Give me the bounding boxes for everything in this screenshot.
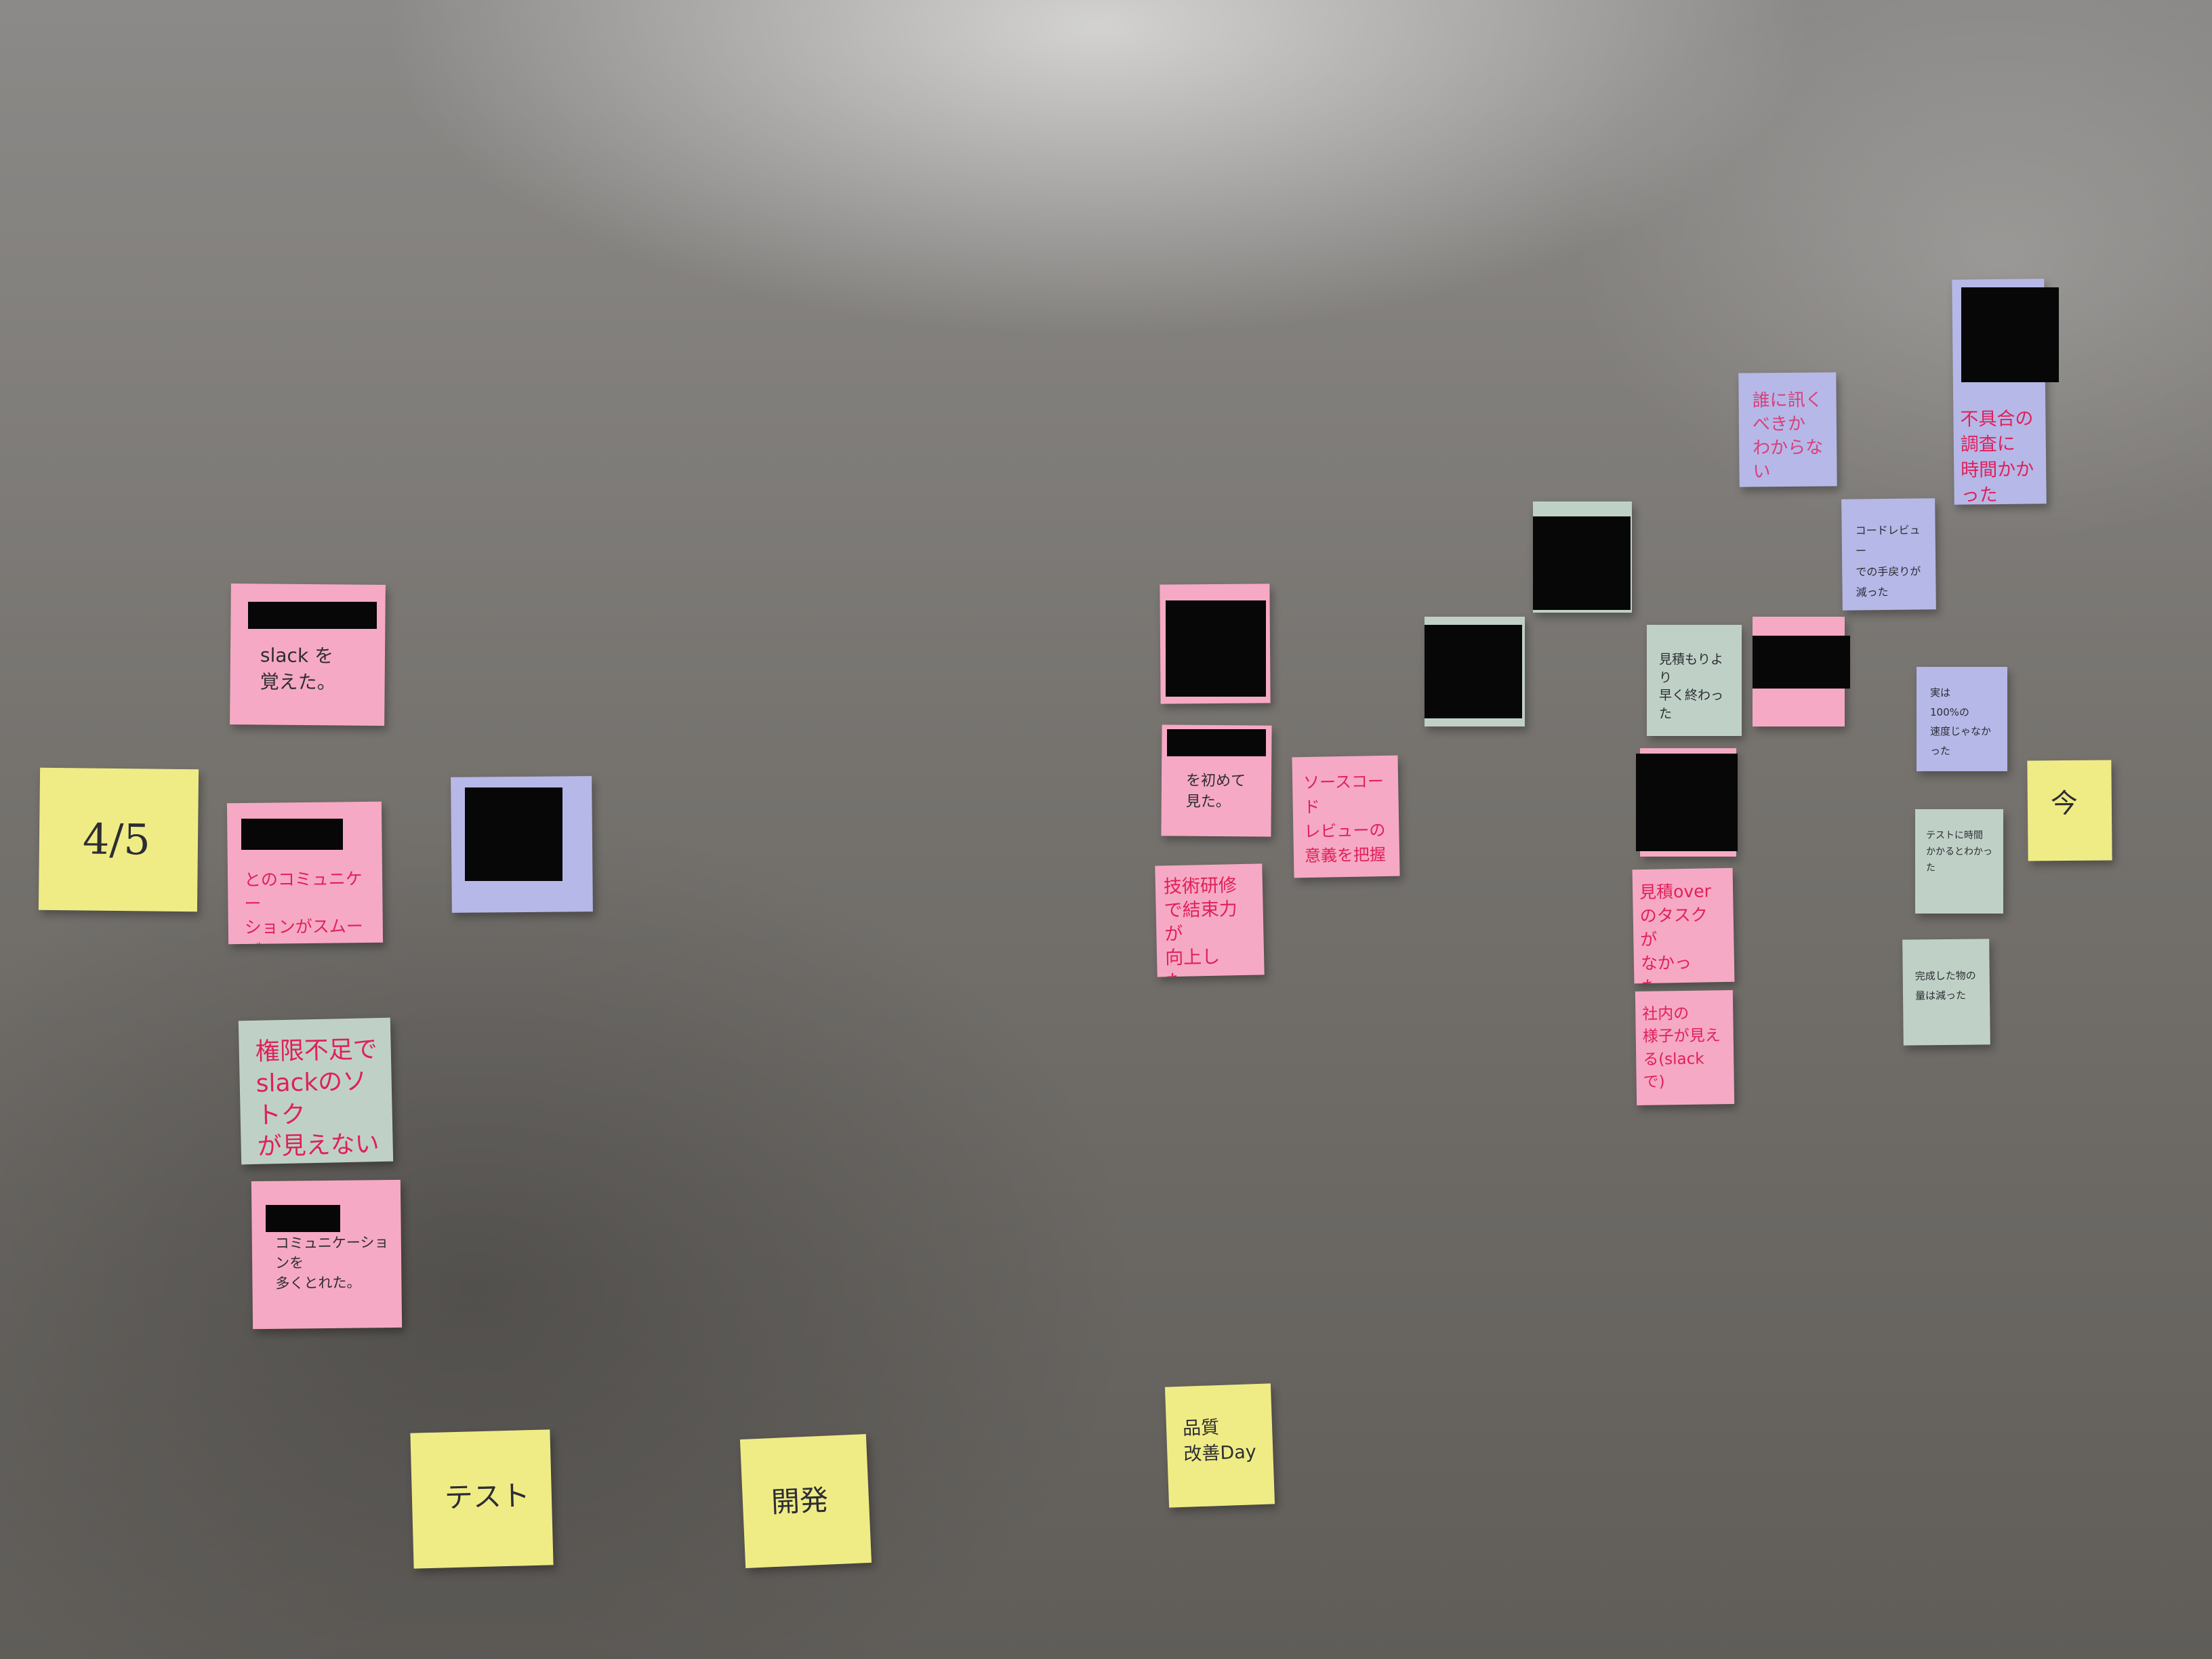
sticky-note-test-time: テストに時間 かかるとわかった: [1915, 809, 2003, 914]
sticky-note-text: コミュニケーションを 多くとれた。: [274, 1234, 389, 1292]
redaction-square: [1166, 600, 1266, 697]
sticky-note-text: 見積over のタスクが なかった。: [1639, 881, 1712, 983]
sticky-note-communication-often: コミュニケーションを 多くとれた。: [251, 1179, 403, 1330]
sticky-note-estimate-early: 見積もりより 早く終わった: [1647, 625, 1742, 736]
sticky-note-text: とのコミュニケー ションがスムーズ: [243, 869, 363, 944]
sticky-note-finished-less: 完成した物の 量は減った: [1902, 939, 1990, 1046]
sticky-note-text: を初めて 見た。: [1185, 772, 1246, 811]
sticky-note-text: 開発: [770, 1483, 830, 1519]
sticky-note-text: テストに時間 かかるとわかった: [1926, 830, 1992, 874]
sticky-note-text: 不具合の 調査に 時間かかった: [1960, 408, 2034, 505]
sticky-note-text: 誰に訊く べきか わからない: [1752, 390, 1824, 483]
sticky-note-text: slack を 覚えた。: [260, 644, 336, 694]
sticky-note-text: 実は 100%の 速度じゃなかった: [1930, 687, 1992, 757]
sticky-note-training: 技術研修 で結束力が 向上した。: [1155, 863, 1265, 977]
sticky-note-now: 今: [2027, 760, 2112, 861]
redaction-square: [1636, 754, 1738, 851]
sticky-note-text: ソースコード レビューの 意義を把握: [1303, 772, 1387, 866]
sticky-note-text: 権限不足で slackのソトク が見えない: [255, 1036, 380, 1162]
redaction-bar: [248, 602, 377, 629]
sticky-note-estimate-over: 見積over のタスクが なかった。: [1632, 867, 1735, 984]
sticky-note-text: 完成した物の 量は減った: [1914, 969, 1976, 1002]
sticky-note-text: 技術研修 で結束力が 向上した。: [1163, 875, 1237, 977]
redaction-square: [1425, 625, 1522, 718]
sticky-note-quality-day: 品質 改善Day: [1164, 1383, 1275, 1508]
sticky-note-text: 今: [2050, 787, 2078, 820]
redaction-bar: [1167, 729, 1266, 756]
redaction-square: [1533, 516, 1631, 610]
redaction-square: [1753, 636, 1850, 689]
sticky-note-text: テスト: [444, 1479, 531, 1515]
sticky-note-text: 品質 改善Day: [1182, 1417, 1257, 1465]
sticky-note-date: 4/5: [38, 767, 199, 912]
sticky-note-slack-permission: 権限不足で slackのソトク が見えない: [238, 1017, 394, 1165]
sticky-note-source-review: ソースコード レビューの 意義を把握: [1292, 755, 1400, 878]
sticky-note-test: テスト: [410, 1429, 554, 1569]
sticky-note-text: 見積もりより 早く終わった: [1659, 652, 1724, 721]
sticky-note-code-review: コードレビュー での手戻りが 減った: [1841, 498, 1936, 611]
sticky-note-who-to-ask: 誰に訊く べきか わからない: [1738, 372, 1837, 487]
sticky-note-actually-100: 実は 100%の 速度じゃなかった: [1917, 667, 2007, 771]
sticky-note-company-visible: 社内の 様子が見え る(slackで): [1635, 990, 1735, 1105]
sticky-note-dev: 開発: [739, 1434, 872, 1568]
sticky-note-text: 4/5: [82, 814, 151, 865]
redaction-bar: [266, 1205, 340, 1232]
redaction-square: [465, 787, 562, 881]
sticky-note-text: コードレビュー での手戻りが 減った: [1855, 523, 1921, 599]
redaction-bar: [241, 819, 343, 850]
sticky-note-text: 社内の 様子が見え る(slackで): [1642, 1004, 1721, 1091]
redaction-square: [1961, 287, 2059, 382]
